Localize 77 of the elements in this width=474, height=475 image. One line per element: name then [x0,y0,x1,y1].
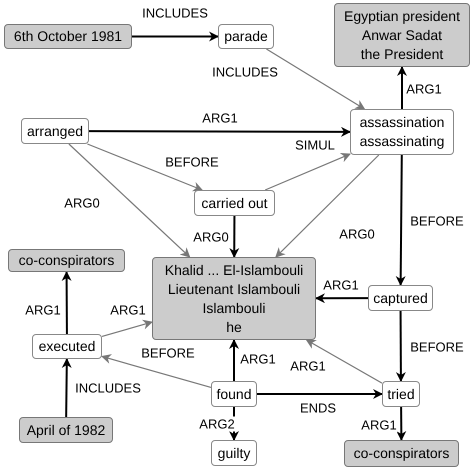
event-box [211,381,257,407]
edge-label: ARG2 [198,416,236,432]
event-box [194,190,275,216]
entity-box [8,249,125,272]
arrow [132,32,219,42]
edge-label: ARG1 [405,82,443,96]
arrow [266,48,366,110]
arrow [264,152,351,191]
entity-box [19,417,113,443]
edge-label: ENDS [298,400,338,416]
node-text: guilty [218,444,250,462]
edge-label: BEFORE [409,340,465,354]
node-text: the President [360,44,444,64]
entity-box [334,3,470,67]
arrow [87,143,204,192]
arrow [229,216,240,258]
node-text: assassinating [360,132,444,151]
arrow [396,311,406,382]
arrow [275,154,380,258]
edge-label: ARG1 [322,278,360,292]
node-text: captured [373,288,428,308]
edge-label: ARG0 [192,230,230,244]
edge-label: ARG0 [63,196,101,210]
node-text: Khalid ... El-Islambouli [164,260,304,280]
arrow [396,155,406,286]
node-text: 6th October 1981 [14,27,122,46]
event-box [350,109,454,155]
edge-label: SIMUL [294,138,336,152]
edge-label: ARG1 [24,302,62,318]
node-text: arranged [26,122,84,140]
node-text: co-conspirators [354,444,450,463]
entity-box [4,24,132,49]
node-text: Anwar Sadat [362,26,442,44]
edge-label: BEFORE [140,346,196,360]
event-box [32,334,102,359]
arrow [257,389,383,399]
node-text: assassination [360,113,444,132]
edge-label: BEFORE [164,154,220,170]
arrow [397,66,407,109]
node-text: April of 1982 [26,420,106,440]
edge-label: INCLUDES [141,6,209,20]
node-text: found [216,384,252,404]
arrow [396,407,406,441]
edge-label: ARG0 [338,226,376,242]
node-text: executed [38,337,96,356]
event-box [382,381,420,407]
arrow [315,293,368,304]
arrow [102,320,153,338]
node-text: carried out [201,194,268,212]
node-text: Egyptian president [344,6,460,26]
edge-label: ARG1 [201,110,239,126]
edge-label: ARG1 [239,352,277,366]
event-box [211,440,257,466]
edge-label: ARG1 [109,302,147,318]
node-text: tried [387,384,415,404]
arrow [89,126,351,137]
edge-label: ARG1 [360,418,398,432]
event-box [21,118,89,144]
entity-box [344,440,459,467]
arrow [306,339,382,384]
edge-label: ARG1 [289,358,327,374]
arrow [62,271,72,334]
arrow [229,339,239,381]
node-text: parade [224,27,268,46]
event-box [368,285,433,311]
node-text: Islambouli [202,298,266,318]
edge-label: BEFORE [409,214,465,228]
entity-box [152,257,316,340]
node-text: co-conspirators [18,251,114,270]
arrow [101,354,212,388]
node-text: he [226,318,242,336]
arrow [68,144,190,258]
event-box [218,24,274,49]
arrow [62,358,72,418]
edge-label: INCLUDES [74,380,142,396]
node-text: Lieutenant Islambouli [168,280,300,298]
edge-label: INCLUDES [211,64,279,80]
